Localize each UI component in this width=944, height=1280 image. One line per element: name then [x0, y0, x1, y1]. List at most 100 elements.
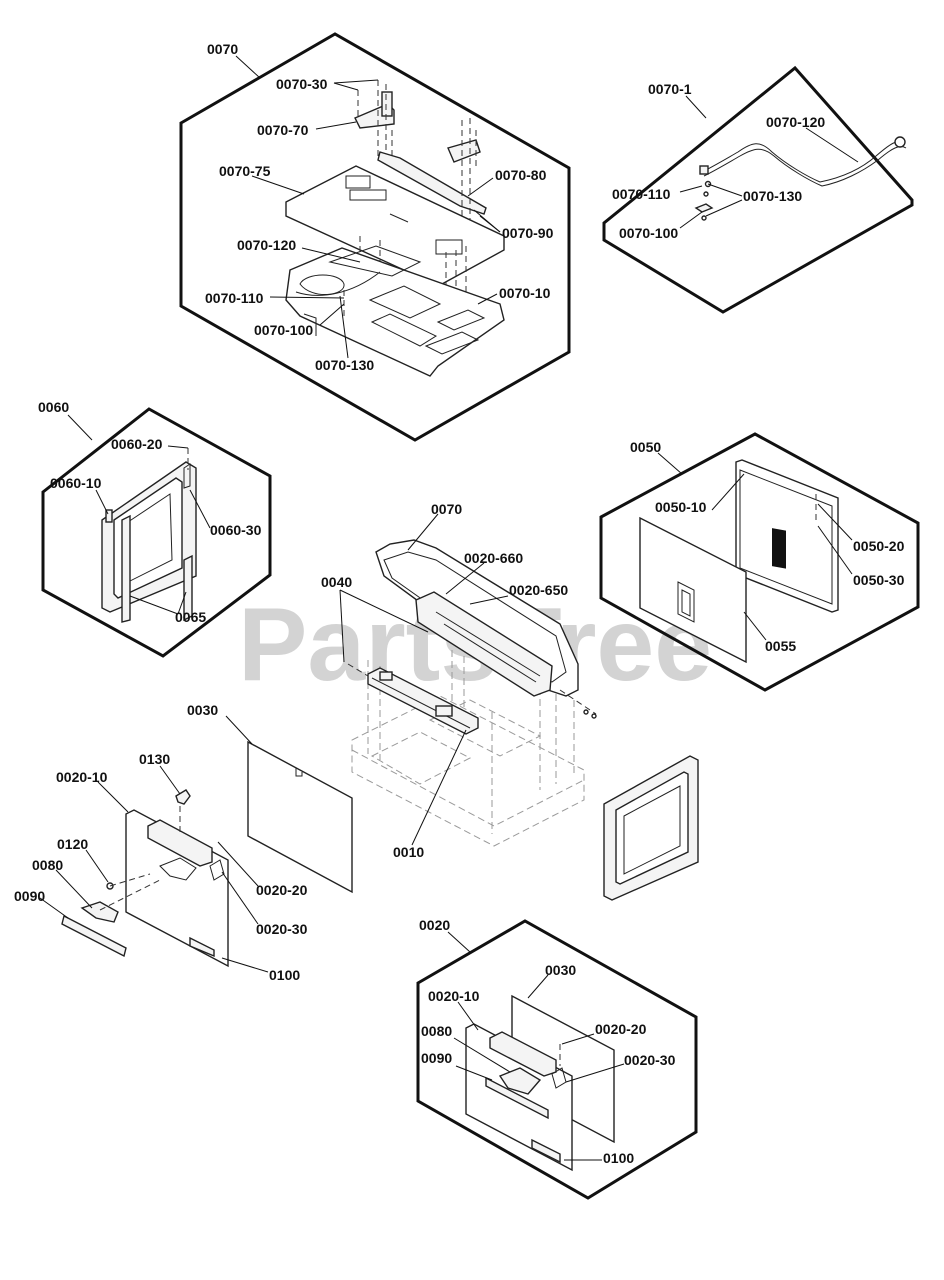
fastener: [583, 709, 589, 715]
leader: [527, 974, 549, 999]
leader: [411, 729, 467, 846]
group-0060: 0060 0060-20 0060-10 0060-30 0065: [38, 399, 272, 658]
panel-label: [531, 1138, 561, 1164]
label-0080-b: 0080: [421, 1023, 452, 1039]
leader: [39, 897, 69, 919]
handle-0080: [80, 901, 119, 923]
label-0070-75: 0070-75: [219, 163, 271, 179]
fastener-line: [559, 689, 597, 715]
gasket-0030: [247, 740, 353, 894]
label-0070-110: 0070-110: [612, 186, 671, 202]
leader: [805, 127, 859, 163]
group-0050: 0050 0050-10 0050-20 0050-30 0055: [599, 432, 920, 692]
leader: [743, 611, 767, 641]
group-0070-leaders: [251, 79, 501, 359]
label-0070-90: 0070-90: [502, 225, 554, 241]
group-0020-outline: [416, 919, 698, 1200]
leader: [447, 931, 471, 953]
group-0020: 0020 0030 0020-10 0020-20 0080 0020-30 0…: [416, 917, 698, 1200]
leader: [707, 183, 743, 197]
label-0070-130: 0070-130: [743, 188, 802, 204]
leader: [469, 595, 509, 605]
group-0050-title: 0050: [630, 439, 661, 455]
leader: [221, 871, 259, 925]
label-0100: 0100: [269, 967, 300, 983]
label-0070-120: 0070-120: [237, 237, 296, 253]
leader: [445, 562, 485, 595]
panel-label: [189, 936, 215, 958]
leader: [457, 1001, 479, 1031]
hinge-rail-0010: [367, 667, 479, 735]
lid-0070: [375, 539, 579, 697]
group-0060-title: 0060: [38, 399, 69, 415]
label-0090-b: 0090: [421, 1050, 452, 1066]
wire-harness: [701, 141, 905, 183]
leader: [167, 445, 189, 449]
label-0040: 0040: [321, 574, 352, 590]
label-0100-b: 0100: [603, 1150, 634, 1166]
leader: [455, 1065, 493, 1081]
label-0050-20: 0050-20: [853, 538, 905, 554]
main-assembly: 0070 0020-660 0020-650 0040 0010: [321, 501, 597, 860]
panel-cutout: [159, 857, 197, 881]
leader: [657, 452, 683, 475]
label-0070-100: 0070-100: [619, 225, 678, 241]
leader: [85, 849, 109, 883]
label-0070-100: 0070-100: [254, 322, 313, 338]
leader: [817, 525, 853, 575]
leader: [705, 199, 743, 217]
label-0090: 0090: [14, 888, 45, 904]
knob: [175, 789, 191, 805]
group-0060-outline: [41, 407, 272, 658]
wire-harness-inner: [703, 146, 907, 187]
label-0020-10-b: 0020-10: [428, 988, 480, 1004]
label-0120: 0120: [57, 836, 88, 852]
fastener: [701, 215, 707, 221]
label-0020-660: 0020-660: [464, 550, 523, 566]
label-0020-20-b: 0020-20: [595, 1021, 647, 1037]
panel-assembly: 0030 0130 0020-10 0120 0080 0090 0020-20…: [14, 702, 353, 983]
label-0060-20: 0060-20: [111, 436, 163, 452]
label-0060-10: 0060-10: [50, 475, 102, 491]
front-panel-0055: [639, 516, 747, 664]
fastener-line: [347, 663, 369, 677]
group-0050-outline: [599, 432, 920, 692]
leader: [685, 95, 707, 119]
side-door-right: [603, 755, 699, 901]
group-0070-1: 0070-1 0070-120 0070-110 0070-130 0070-1…: [602, 65, 914, 314]
label-0070-main: 0070: [431, 501, 462, 517]
label-0065: 0065: [175, 609, 206, 625]
group-0070-1-outline: [602, 65, 914, 314]
leader: [679, 185, 703, 193]
clip: [694, 203, 714, 213]
leader: [339, 589, 429, 633]
leader: [221, 957, 269, 973]
label-0060-30: 0060-30: [210, 522, 262, 538]
group-0070-title: 0070: [207, 41, 238, 57]
leader: [97, 781, 129, 813]
leader: [55, 869, 93, 909]
hinge-rail: [377, 118, 487, 250]
connector: [894, 136, 906, 148]
label-0050-10: 0050-10: [655, 499, 707, 515]
back-panel: [735, 459, 839, 613]
group-0020-title: 0020: [419, 917, 450, 933]
latch: [209, 859, 225, 881]
group-0070-1-title: 0070-1: [648, 81, 692, 97]
label-0030: 0030: [187, 702, 218, 718]
label-0080: 0080: [32, 857, 63, 873]
strip-0090: [485, 1076, 549, 1120]
label-0010: 0010: [393, 844, 424, 860]
panel-handle: [147, 819, 213, 867]
leader: [339, 589, 345, 663]
side-door-frame: [101, 461, 197, 623]
leader: [177, 591, 187, 615]
label-0055: 0055: [765, 638, 796, 654]
leader: [225, 715, 253, 745]
lower-tray: [285, 245, 505, 377]
label-0070-120: 0070-120: [766, 114, 825, 130]
label-0020-30-b: 0020-30: [624, 1052, 676, 1068]
label-0020-650: 0020-650: [509, 582, 568, 598]
label-0070-70: 0070-70: [257, 122, 309, 138]
strip-0090: [61, 914, 127, 958]
